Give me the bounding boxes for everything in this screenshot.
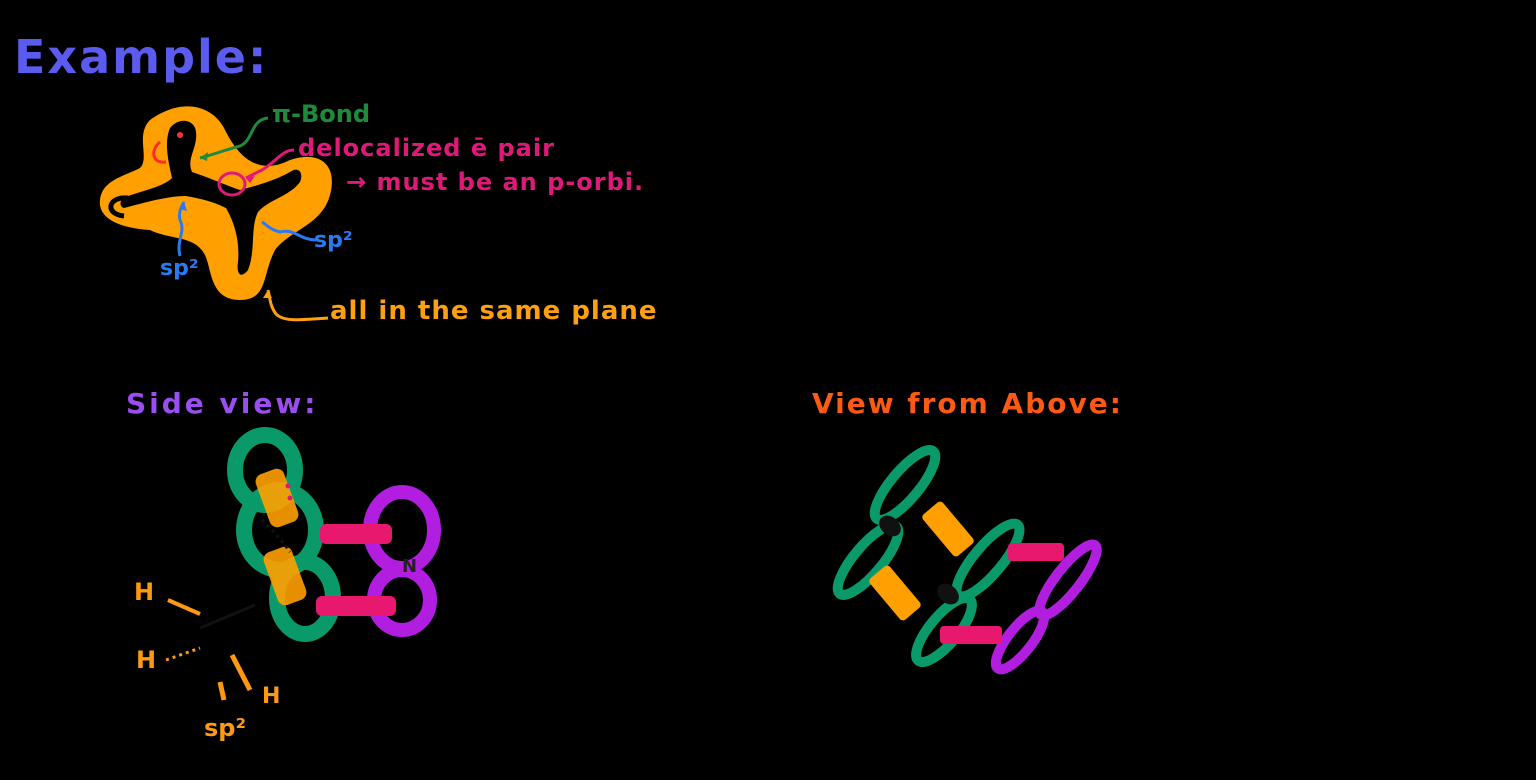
red-curl [152, 140, 167, 164]
sp2-carbon-bonds [217, 653, 253, 701]
planar-molecule-diagram [99, 106, 332, 322]
orange-sigma-bottom [869, 565, 921, 621]
pink-overlap-top [320, 524, 392, 544]
green-lobe-upper-right [869, 445, 941, 525]
node-left [879, 515, 901, 537]
pink-dot-a [285, 483, 291, 489]
h2-bond-dashed [165, 646, 201, 662]
pi-bond-arrow [199, 116, 269, 160]
pi-bond-arrowhead [200, 152, 208, 161]
dotted-pi-bond [260, 518, 292, 553]
plane-arrowhead [263, 290, 272, 298]
nitrogen-letter: N [402, 556, 418, 577]
h1-bond [167, 598, 201, 616]
hydrogen-label-1: H [134, 578, 155, 606]
side-view-title: Side view: [126, 387, 319, 420]
red-dot [177, 132, 183, 138]
left-orbital-hook [108, 195, 129, 219]
hydrogen-label-2: H [136, 646, 157, 674]
above-view-title: View from Above: [812, 387, 1123, 420]
sp2-left-label: sp² [160, 256, 199, 281]
pi-bond-label: π-Bond [272, 100, 370, 128]
sp2-right-arrow [261, 220, 317, 242]
orange-overlap-top [255, 468, 299, 528]
orange-sigma-top [922, 501, 974, 557]
pink-dot-b [287, 495, 293, 501]
pink-overlap-bottom [316, 596, 396, 616]
orange-overlap-bottom [263, 546, 307, 606]
sp2-left-arrowhead [180, 202, 187, 211]
purple-lobe-bottom [990, 605, 1050, 675]
delocalized-arrow [245, 148, 295, 180]
above-view-diagram [832, 445, 1102, 675]
side-view-diagram [165, 427, 441, 701]
delocalized-pair-ring [217, 171, 247, 197]
pink-overlap-top [1008, 543, 1064, 561]
delocalized-label-line2: → must be an p-orbi. [346, 168, 645, 196]
pink-overlap-bottom [940, 626, 1002, 644]
hydrogen-label-3: H [262, 684, 281, 709]
same-plane-label: all in the same plane [330, 296, 658, 326]
plane-arrow [266, 289, 329, 322]
sp2-right-label: sp² [314, 228, 353, 253]
delocalized-label-line1: delocalized ē pair [298, 134, 555, 162]
bond-line-h [199, 603, 256, 630]
page-title: Example: [14, 30, 269, 84]
sp2-bottom-label: sp² [204, 714, 246, 742]
node-right [937, 583, 959, 605]
molecule-skeleton [120, 120, 302, 275]
delocalized-arrowhead [246, 176, 255, 183]
